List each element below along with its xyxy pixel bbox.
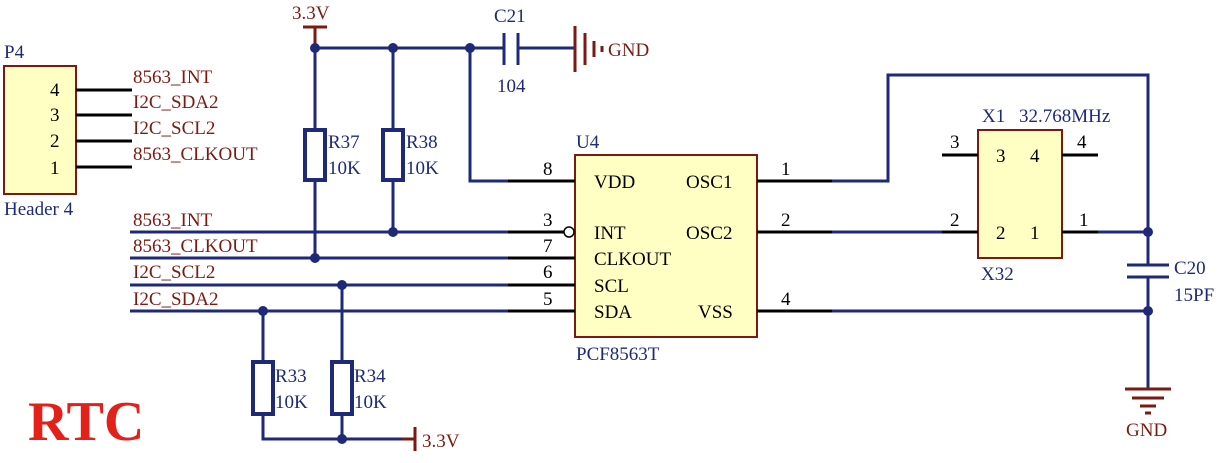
header-designator: P4 (4, 42, 25, 63)
u4-pin6-name: SCL (594, 276, 629, 297)
r37-value: 10K (328, 158, 361, 179)
u4-pin2-num: 2 (781, 210, 791, 231)
header-net-clkout: 8563_CLKOUT (133, 144, 258, 165)
r37-designator: R37 (328, 132, 360, 153)
u4-pin5-num: 5 (543, 289, 553, 310)
header-type: Header 4 (4, 199, 74, 220)
x1-inner-pin-3: 3 (996, 146, 1006, 167)
x1-value: 32.768MHz (1019, 106, 1110, 127)
net-label-sda: I2C_SDA2 (133, 289, 219, 310)
x1-outer-pin-1: 1 (1079, 210, 1089, 231)
junction (388, 227, 398, 237)
x1-outer-pin-3: 3 (950, 132, 960, 153)
x1-inner-pin-2: 2 (996, 223, 1006, 244)
vdd-drop-wire (468, 48, 508, 183)
header-pin-3: 3 (50, 105, 60, 126)
junction (310, 253, 320, 263)
c20-value: 15PF (1174, 285, 1214, 306)
u4-pin1-num: 1 (781, 159, 791, 180)
junction (310, 43, 320, 53)
c21-designator: C21 (494, 6, 526, 27)
x1-inner-pin-1: 1 (1030, 223, 1040, 244)
gnd1-label: GND (608, 40, 649, 61)
r34-body (330, 360, 354, 416)
u4-part: PCF8563T (576, 344, 660, 365)
u4-pin5-name: SDA (594, 302, 632, 323)
r38-designator: R38 (406, 132, 438, 153)
r33-bottom-wire (261, 414, 342, 441)
u4-designator: U4 (576, 132, 600, 153)
osc1-wire (832, 73, 1150, 232)
header-pin-2: 2 (50, 131, 60, 152)
r34-designator: R34 (354, 366, 386, 387)
u4-body (574, 154, 758, 338)
u4-pin3-name: INT (594, 223, 626, 244)
r34-value: 10K (354, 392, 387, 413)
r38-body (381, 128, 405, 182)
u4-pin7-num: 7 (543, 236, 553, 257)
header-net-sda: I2C_SDA2 (133, 92, 219, 113)
net-label-scl: I2C_SCL2 (133, 262, 215, 283)
x1-outer-pin-2: 2 (950, 210, 960, 231)
net-label-int: 8563_INT (133, 210, 213, 231)
u4-pin3-num: 3 (543, 210, 553, 231)
u4-pin6-num: 6 (543, 262, 553, 283)
header-net-int: 8563_INT (133, 67, 213, 88)
junction (337, 434, 347, 444)
c21-value: 104 (497, 76, 526, 97)
rtc-title: RTC (28, 391, 144, 453)
u4-pin8-num: 8 (543, 159, 553, 180)
r33-body (251, 360, 275, 416)
header-p4-body (3, 65, 77, 195)
u4-pin4-name: VSS (698, 302, 733, 323)
x1-outer-pin-4: 4 (1077, 132, 1087, 153)
x1-footprint: X32 (981, 264, 1014, 285)
x1-designator: X1 (982, 106, 1005, 127)
junction (465, 43, 475, 53)
u4-pin4-num: 4 (781, 289, 791, 310)
c20-designator: C20 (1174, 258, 1206, 279)
u4-pin1-name: OSC1 (686, 172, 732, 193)
power-3v3-top: 3.3V (292, 3, 330, 24)
header-pin-4: 4 (50, 80, 60, 101)
power-3v3-bottom: 3.3V (422, 431, 460, 452)
gnd2-label: GND (1126, 420, 1167, 441)
r33-designator: R33 (275, 366, 307, 387)
r37-body (303, 128, 327, 182)
header-net-scl: I2C_SCL2 (133, 118, 215, 139)
u4-pin7-name: CLKOUT (594, 249, 671, 270)
x1-body (977, 129, 1063, 259)
r38-value: 10K (406, 158, 439, 179)
u4-int-inversion-bubble (563, 226, 575, 238)
u4-pin8-name: VDD (594, 172, 635, 193)
header-pin-1: 1 (50, 158, 60, 179)
u4-pin2-name: OSC2 (686, 223, 732, 244)
x1-inner-pin-4: 4 (1030, 146, 1040, 167)
r33-value: 10K (275, 392, 308, 413)
junction (388, 43, 398, 53)
net-label-clkout: 8563_CLKOUT (133, 236, 258, 257)
